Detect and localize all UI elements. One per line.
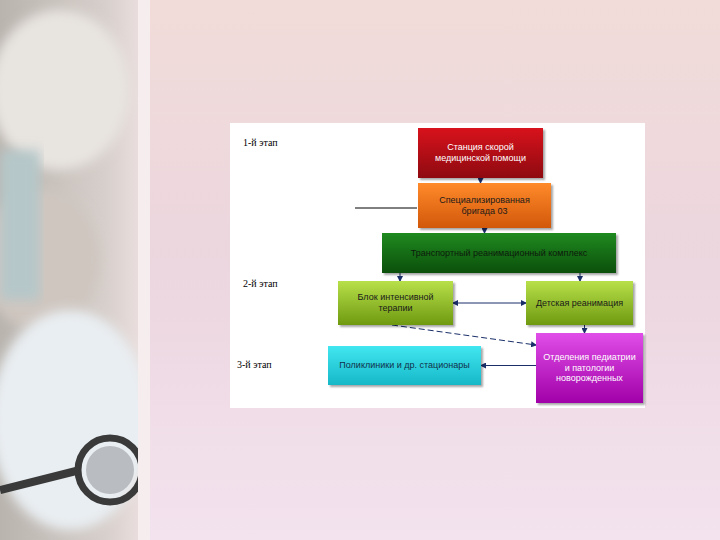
node-text: Станция скорой медицинской помощи xyxy=(418,142,543,164)
stage-label: 1-й этап xyxy=(243,137,278,148)
flow-arrow xyxy=(580,273,581,281)
flow-arrow xyxy=(400,273,401,281)
flow-arrow xyxy=(392,325,536,345)
leader-line xyxy=(355,208,417,209)
flow-arrow xyxy=(584,325,585,333)
clinic-box: Поликлиники и др. стационары xyxy=(328,346,481,385)
stage-label: 2-й этап xyxy=(243,278,278,289)
flow-arrow xyxy=(481,365,536,366)
doctor-photo xyxy=(0,0,150,540)
flow-arrow xyxy=(453,303,526,304)
node-text: Транспортный реанимационный комплекс xyxy=(407,248,591,259)
node-text: Специализированная бригада 03 xyxy=(418,195,551,217)
care-unit-box: Блок интенсивной терапии xyxy=(338,281,453,325)
transport-box: Транспортный реанимационный комплекс xyxy=(382,233,616,273)
node-text: Детская реанимация xyxy=(532,298,627,309)
node-text: Отделения педиатрии и патологии новорожд… xyxy=(536,352,643,384)
service-box: Станция скорой медицинской помощи xyxy=(418,128,543,178)
node-text: Поликлиники и др. стационары xyxy=(335,360,473,371)
stage-label: 3-й этап xyxy=(237,359,272,370)
department-box: Отделения педиатрии и патологии новорожд… xyxy=(536,333,643,403)
node-text: Блок интенсивной терапии xyxy=(338,292,453,314)
care-unit-box: Детская реанимация xyxy=(526,281,633,325)
team-box: Специализированная бригада 03 xyxy=(418,183,551,228)
